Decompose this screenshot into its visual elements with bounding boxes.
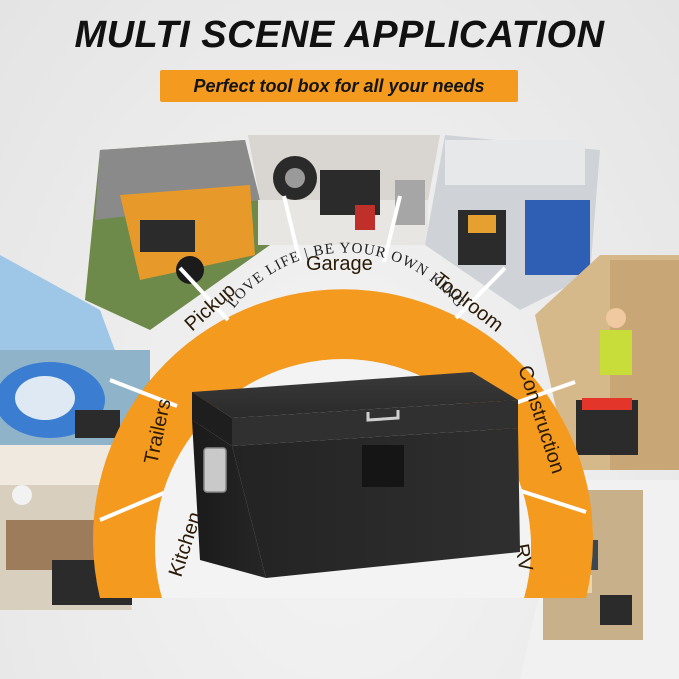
orange-ring (93, 289, 593, 598)
scene-label-garage: Garage (306, 253, 373, 275)
photo-pickup (85, 140, 270, 330)
top-handle (366, 410, 400, 422)
ring-dividers (99, 195, 587, 522)
photo-garage (248, 135, 440, 245)
front-handle-recess (362, 445, 404, 487)
page-title: MULTI SCENE APPLICATION (74, 14, 605, 56)
side-handle (203, 447, 227, 493)
toolbox-product (192, 372, 520, 578)
photo-construction (535, 255, 679, 470)
subtitle-banner: Perfect tool box for all your needs (160, 70, 518, 102)
photo-toolroom (425, 135, 600, 310)
subtitle-text: Perfect tool box for all your needs (193, 75, 485, 96)
